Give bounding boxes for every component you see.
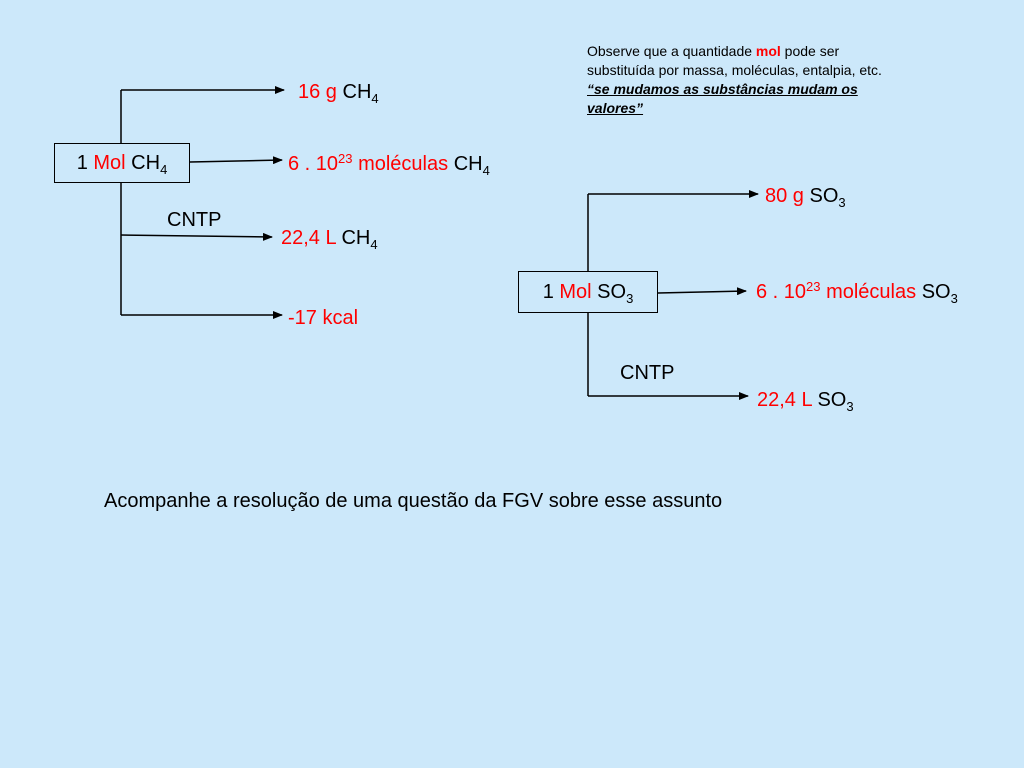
note-emphasis: “se mudamos as substâncias mudam os valo… xyxy=(587,81,858,116)
ch4-arrow-volume xyxy=(120,232,273,241)
ch4-volume-label: 22,4 L CH4 xyxy=(281,227,378,252)
so3-molecules-label: 6 . 1023 moléculas SO3 xyxy=(756,279,958,306)
note-text: Observe que a quantidade mol pode ser su… xyxy=(587,43,882,116)
ch4-arrow-molecules xyxy=(189,156,283,165)
so3-mass-label: 80 g SO3 xyxy=(765,185,846,210)
ch4-source-box: 1 Mol CH4 xyxy=(54,143,190,183)
so3-volume-label: 22,4 L SO3 xyxy=(757,389,854,414)
ch4-molecules-label: 6 . 1023 moléculas CH4 xyxy=(288,151,490,178)
ch4-enthalpy-label: -17 kcal xyxy=(288,307,359,329)
ch4-mass-label: 16 g CH4 xyxy=(298,81,379,106)
so3-source-box: 1 Mol SO3 xyxy=(518,271,658,313)
ch4-cntp-label: CNTP xyxy=(167,209,222,231)
so3-arrow-molecules xyxy=(657,287,747,296)
footer-text: Acompanhe a resolução de uma questão da … xyxy=(104,490,723,512)
note-keyword: mol xyxy=(755,43,781,59)
so3-cntp-label: CNTP xyxy=(620,362,675,384)
